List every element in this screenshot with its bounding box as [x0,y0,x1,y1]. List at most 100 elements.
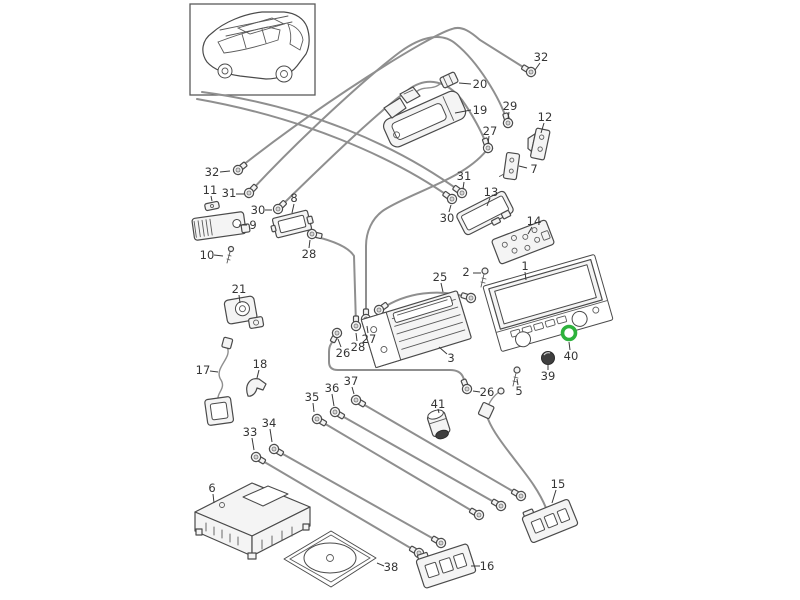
leader-line-part-32 [534,62,541,71]
part-label-31: 31 [222,186,237,200]
part-label-28: 28 [302,247,317,261]
part-2-screw [480,267,489,288]
part-label-11: 11 [203,183,218,197]
leader-line-part-10 [213,254,224,257]
part-21-component [223,295,265,329]
part-label-33: 33 [243,425,258,439]
leader-line-part-37 [351,386,355,395]
part-3-radio-chassis [360,290,472,369]
part-14-plate [491,219,555,265]
leader-line-part-32 [219,170,231,173]
leader-line-part-26 [337,338,342,348]
part-label-10: 10 [200,248,215,262]
part-16-connector-module [415,543,477,589]
part-label-15: 15 [551,477,566,491]
part-label-18: 18 [253,357,268,371]
part-label-25: 25 [433,270,448,284]
part-12-bracket [527,127,551,161]
part-label-29: 29 [503,99,518,113]
vehicle-thumbnail-icon [189,3,316,96]
part-label-41: 41 [431,397,446,411]
part-label-38: 38 [384,560,399,574]
part-17-cable-plug [204,336,235,426]
leader-line-part-20 [458,82,472,85]
part-label-27: 27 [362,332,377,346]
part-13-module [456,190,514,236]
leader-line-part-28 [308,239,311,249]
leader-line-part-41 [437,408,440,414]
leader-line-part-26 [472,390,481,393]
part-8-module [270,209,314,239]
part-5-screw [512,366,521,387]
part-19-bracket-module [382,90,467,148]
leader-line-part-6 [212,493,215,504]
part-label-27: 27 [483,124,498,138]
part-label-5: 5 [515,384,522,398]
leader-line-part-21 [238,294,241,304]
part-label-3: 3 [447,351,454,365]
part-label-12: 12 [538,110,553,124]
leader-line-part-19 [454,109,472,114]
part-label-6: 6 [208,481,215,495]
leader-line-part-17 [209,370,219,373]
part-19-flap [383,97,407,119]
leader-line-part-33 [251,437,255,451]
part-label-30: 30 [440,211,455,225]
part-6-amplifier [194,482,311,560]
part-label-28: 28 [351,340,366,354]
leader-line-part-28 [355,332,358,342]
part-label-31: 31 [457,169,472,183]
leader-line-part-14 [527,226,533,235]
part-label-14: 14 [527,214,542,228]
part-label-37: 37 [344,374,359,388]
part-label-17: 17 [196,363,211,377]
part-11-clip [204,200,220,212]
part-label-39: 39 [541,369,556,383]
part-label-32: 32 [205,165,220,179]
part-label-36: 36 [325,381,340,395]
part-label-21: 21 [232,282,247,296]
leader-line-part-12 [540,122,545,134]
part-label-7: 7 [530,162,537,176]
leader-line-part-8 [291,203,295,214]
part-10-screw [226,245,235,264]
part-label-30: 30 [251,203,266,217]
leader-line-part-30 [448,204,452,213]
part-label-19: 19 [473,103,488,117]
leader-line-part-1 [524,271,527,281]
part-label-2: 2 [462,265,469,279]
part-7-bracket [498,151,521,181]
part-18-clip [246,378,267,397]
part-1-head-unit [482,254,614,352]
leader-line-part-38 [376,562,385,567]
part-label-35: 35 [305,390,320,404]
part-15-connector-module [477,402,579,544]
leader-line-part-27 [487,135,490,145]
highlight-ring-part-40[interactable] [560,324,578,342]
part-label-40: 40 [564,349,579,363]
part-label-9: 9 [249,218,256,232]
part-label-32: 32 [534,50,549,64]
leader-line-part-5 [516,378,519,386]
leader-line-part-18 [256,369,260,379]
leader-line-part-27 [366,325,369,334]
part-label-13: 13 [484,185,499,199]
leader-line-part-11 [210,195,213,202]
leader-line-part-34 [269,428,273,443]
part-38-disc [283,530,377,588]
part-label-8: 8 [290,191,297,205]
part-20-plug [399,71,459,104]
leader-line-part-3 [438,346,448,355]
leader-line-part-29 [507,111,510,120]
part-label-26: 26 [336,346,351,360]
part-39-knob [541,351,555,365]
part-label-16: 16 [480,559,495,573]
part-41-barrel [426,409,451,440]
leader-line-part-36 [331,393,335,407]
leader-line-part-7 [518,165,528,169]
part-label-20: 20 [473,77,488,91]
cable-connectors [230,62,538,560]
